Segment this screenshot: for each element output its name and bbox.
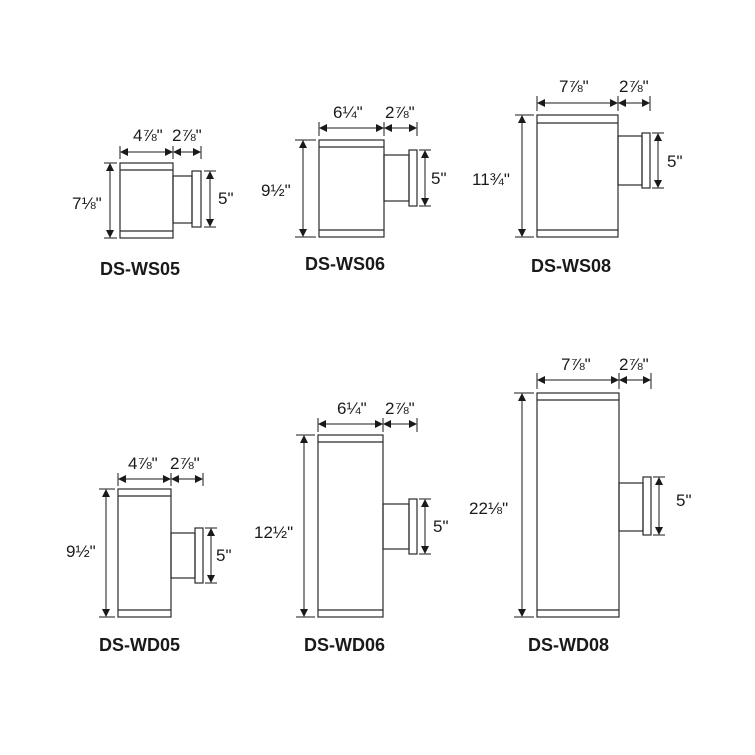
height-label: 22⅛" [469, 499, 508, 518]
fixture-arm [172, 175, 193, 224]
height-label: 9½" [66, 542, 96, 561]
depth-label: 2⅞" [170, 454, 200, 473]
fixture-body [536, 114, 619, 238]
fixture-body [119, 162, 174, 239]
fixture-ds-wd05: 4⅞" 2⅞" 9½" 5" DS-WD05 [66, 454, 232, 655]
fixture-arm [618, 482, 644, 532]
depth-label: 2⅞" [619, 77, 649, 96]
wall-plate [408, 498, 418, 555]
depth-label: 2⅞" [172, 126, 202, 145]
fixture-ds-wd08: 7⅞" 2⅞" 22⅛" 5" DS-WD08 [469, 355, 692, 655]
height-label: 7⅛" [72, 194, 102, 213]
model-name: DS-WD05 [99, 635, 180, 655]
model-name: DS-WS05 [100, 259, 180, 279]
width-label: 7⅞" [559, 77, 589, 96]
fixture-arm [383, 154, 410, 202]
fixture-ds-ws08: 7⅞" 2⅞" 11¾" 5" DS-WS08 [472, 77, 683, 276]
mount-label: 5" [676, 491, 692, 510]
depth-label: 2⅞" [385, 103, 415, 122]
depth-label: 2⅞" [619, 355, 649, 374]
fixture-ds-ws05: 4⅞" 2⅞" 7⅛" 5" DS-WS05 [72, 126, 234, 279]
mount-label: 5" [667, 152, 683, 171]
fixture-ds-wd06: 6¼" 2⅞" 12½" 5" DS-WD06 [254, 399, 449, 655]
depth-label: 2⅞" [385, 399, 415, 418]
fixture-arm [382, 503, 410, 550]
fixture-body [318, 139, 385, 238]
wall-plate [191, 170, 202, 228]
width-label: 4⅞" [128, 454, 158, 473]
model-name: DS-WS08 [531, 256, 611, 276]
mount-label: 5" [431, 169, 447, 188]
model-name: DS-WD06 [304, 635, 385, 655]
wall-plate [641, 132, 651, 189]
fixture-ds-ws06: 6¼" 2⅞" 9½" 5" DS-WS06 [261, 103, 447, 274]
height-label: 12½" [254, 523, 293, 542]
fixture-body [536, 392, 620, 618]
height-label: 9½" [261, 181, 291, 200]
fixture-body [117, 488, 172, 618]
width-label: 7⅞" [561, 355, 591, 374]
wall-plate [642, 476, 652, 536]
wall-plate [194, 527, 204, 584]
mount-label: 5" [433, 517, 449, 536]
fixture-arm [617, 135, 643, 186]
fixture-arm [170, 532, 196, 579]
fixture-body [317, 434, 384, 618]
width-label: 4⅞" [133, 126, 163, 145]
wall-plate [408, 149, 418, 207]
width-label: 6¼" [333, 103, 363, 122]
width-label: 6¼" [337, 399, 367, 418]
model-name: DS-WD08 [528, 635, 609, 655]
model-name: DS-WS06 [305, 254, 385, 274]
mount-label: 5" [216, 546, 232, 565]
mount-label: 5" [218, 189, 234, 208]
height-label: 11¾" [472, 170, 510, 189]
